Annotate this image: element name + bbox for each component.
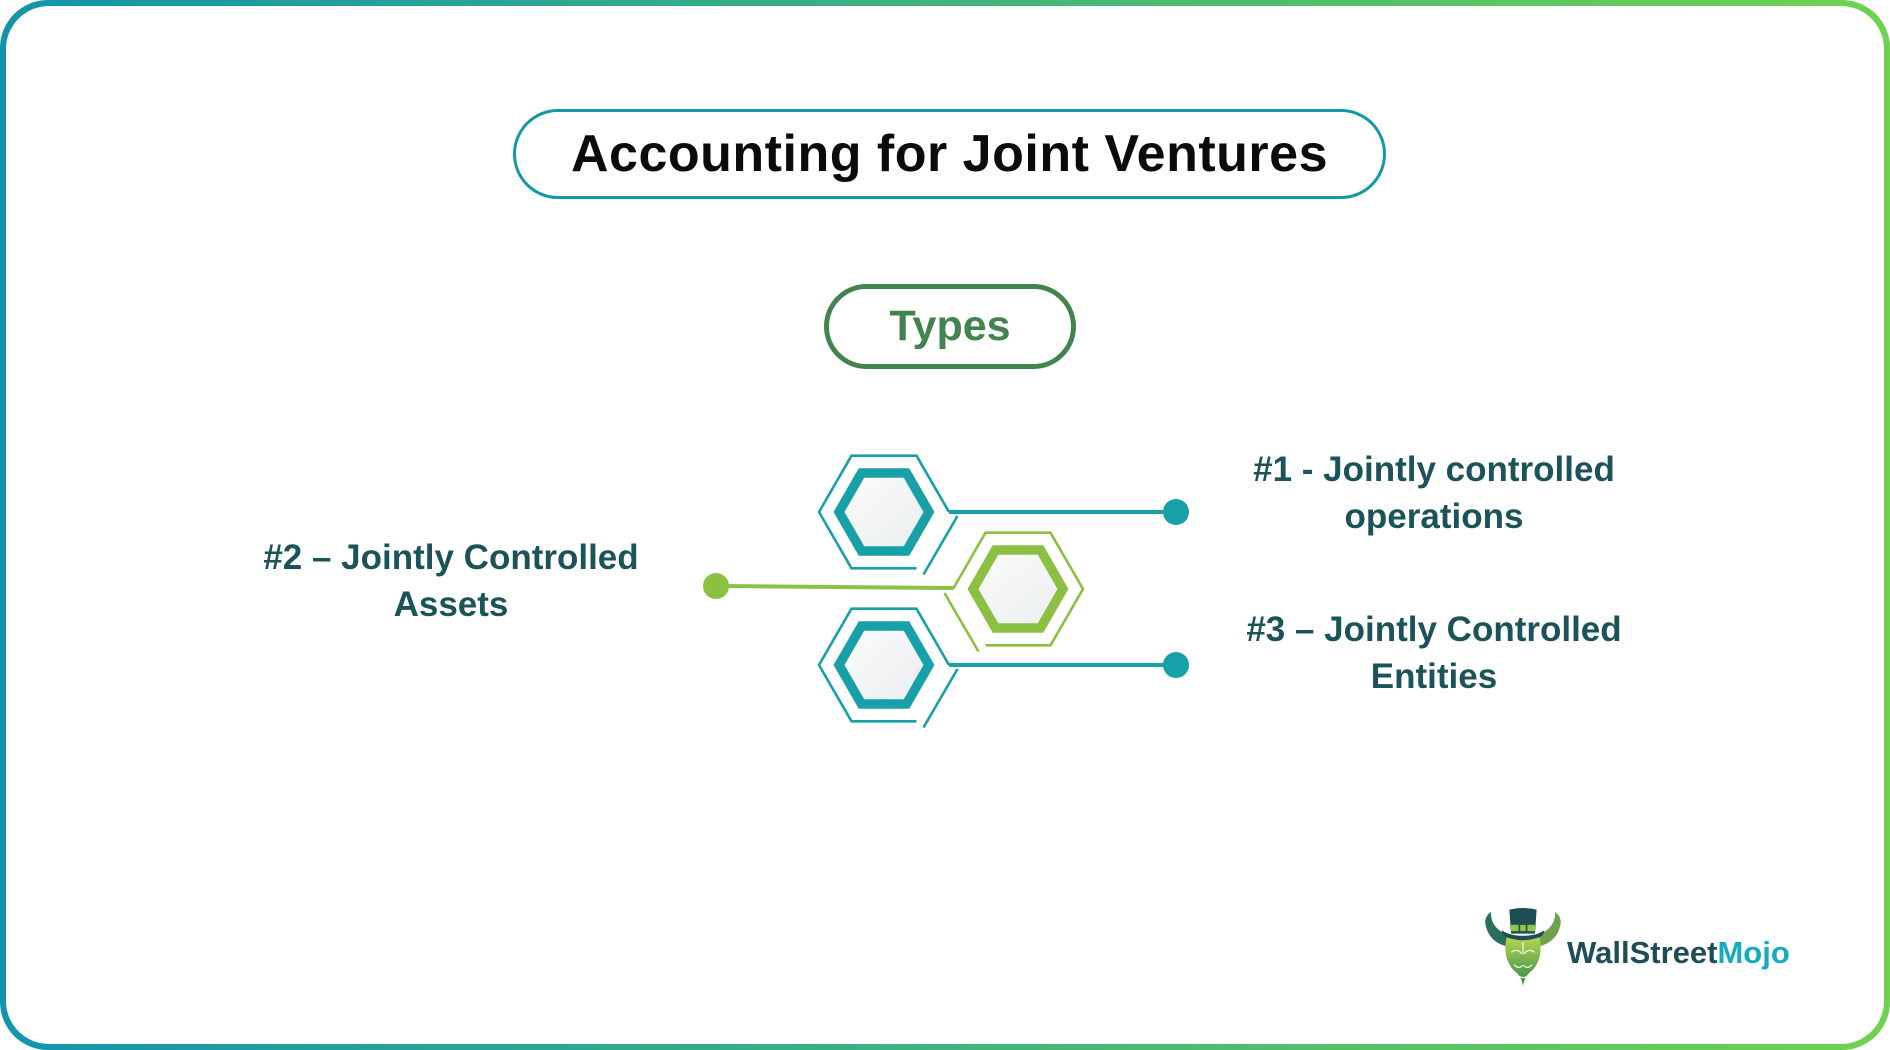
types-label: Types — [889, 302, 1011, 350]
bull-left-horn — [1485, 912, 1514, 948]
hexagon-2 — [943, 531, 1085, 653]
type-1-line2: operations — [1344, 497, 1524, 536]
page-title: Accounting for Joint Ventures — [571, 125, 1328, 183]
logo-brand-primary: WallStreet — [1567, 935, 1718, 970]
bull-hat-band — [1511, 924, 1535, 932]
bull-right-horn — [1532, 912, 1561, 948]
connector-2 — [703, 573, 954, 599]
type-1-line1: #1 - Jointly controlled — [1253, 450, 1615, 489]
type-1-label: #1 - Jointly controlled operations — [1154, 446, 1714, 540]
wallstreetmojo-logo: WallStreetMojo — [1483, 903, 1790, 997]
type-3-line2: Entities — [1370, 657, 1498, 696]
type-2-line2: Assets — [393, 585, 509, 624]
type-3-line1: #3 – Jointly Controlled — [1246, 610, 1622, 649]
bull-hat-brim — [1502, 930, 1544, 941]
bull-hat-buckle — [1518, 923, 1528, 933]
connector-2-dot — [703, 573, 729, 599]
connector-3 — [949, 652, 1189, 678]
logo-text: WallStreetMojo — [1567, 935, 1790, 971]
type-2-line1: #2 – Jointly Controlled — [263, 538, 639, 577]
connector-1 — [949, 499, 1189, 525]
title-pill: Accounting for Joint Ventures — [513, 109, 1386, 199]
bull-head — [1505, 936, 1541, 987]
bull-icon — [1485, 908, 1561, 987]
type-3-label: #3 – Jointly Controlled Entities — [1154, 606, 1714, 700]
hexagon-3 — [817, 607, 959, 729]
logo-brand-secondary: Mojo — [1717, 935, 1790, 970]
hexagon-cluster — [703, 454, 1189, 729]
connector-3-dot — [1163, 652, 1189, 678]
bull-face-lines — [1511, 941, 1535, 979]
card: Accounting for Joint Ventures Types — [6, 6, 1884, 1044]
type-2-label: #2 – Jointly Controlled Assets — [171, 534, 731, 628]
connector-1-dot — [1163, 499, 1189, 525]
hexagon-1 — [817, 454, 959, 576]
types-pill: Types — [824, 284, 1076, 369]
